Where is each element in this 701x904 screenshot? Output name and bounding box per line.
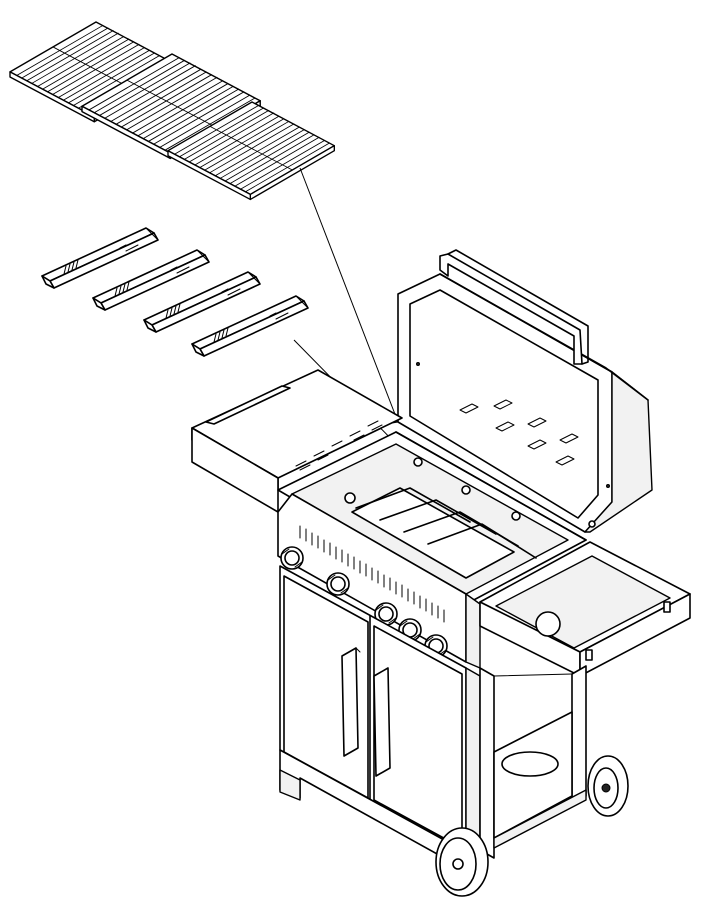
door-handle-left <box>341 647 361 757</box>
right-frame <box>479 665 587 859</box>
firebox <box>277 431 587 603</box>
right-side-shelf <box>479 541 691 677</box>
control-panel <box>277 493 481 669</box>
wheel-rear <box>587 755 629 817</box>
door-handle-right <box>373 667 391 777</box>
wheel-front <box>435 827 489 897</box>
lid <box>397 249 653 533</box>
control-knob-1 <box>280 546 304 570</box>
control-knob-2 <box>326 572 350 596</box>
left-side-shelf <box>191 369 403 513</box>
